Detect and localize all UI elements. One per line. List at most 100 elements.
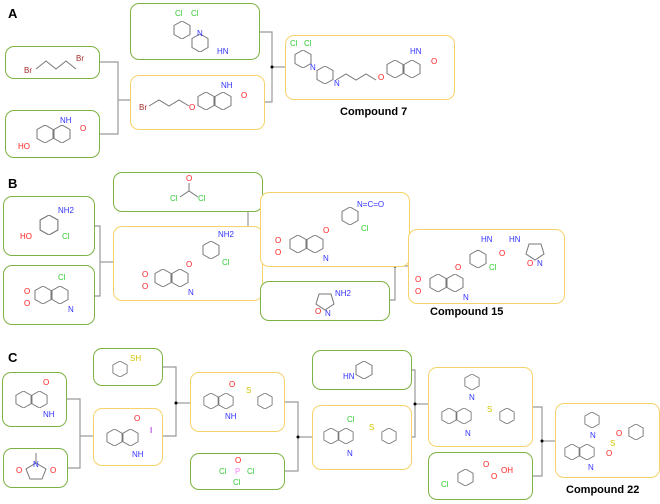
reactant-n-iodosuccinimide: N O O — [3, 448, 68, 488]
atom-nh2: NH2 — [58, 206, 75, 215]
atom-s: S — [246, 386, 252, 395]
atom-cl: Cl — [290, 39, 298, 48]
atom-o: O — [241, 91, 248, 100]
atom-n: N — [537, 259, 543, 268]
atom-br: Br — [76, 54, 84, 63]
reactant-mcpba: Cl O O OH — [428, 452, 533, 500]
atom-o: O — [415, 275, 422, 284]
intermediate-isocyanate: N=C=O O Cl O O N — [260, 192, 410, 267]
atom-ho: HO — [20, 232, 32, 241]
atom-hn: HN — [481, 235, 493, 244]
atom-cl: Cl — [247, 467, 255, 476]
atom-br: Br — [139, 103, 147, 112]
atom-cl: Cl — [233, 478, 241, 487]
atom-nh: NH — [132, 450, 144, 459]
atom-o: O — [134, 414, 141, 423]
reactant-methylquinolinone: O NH — [2, 372, 67, 427]
atom-ho: HO — [18, 142, 30, 151]
atom-cl: Cl — [175, 9, 183, 18]
reactant-dichlorophenylpiperazine: Cl Cl N HN — [130, 3, 260, 60]
reactant-aminochlorophenol: NH2 HO Cl — [3, 196, 95, 256]
reactant-phosphoryl-chloride: O P Cl Cl Cl — [190, 453, 285, 490]
atom-o: O — [491, 472, 498, 481]
atom-s: S — [487, 405, 493, 414]
atom-cl: Cl — [219, 467, 227, 476]
atom-cl: Cl — [489, 263, 497, 272]
atom-o: O — [16, 466, 23, 475]
atom-o: O — [142, 282, 149, 291]
atom-hn: HN — [217, 47, 229, 56]
atom-cl: Cl — [191, 9, 199, 18]
atom-o: O — [24, 287, 31, 296]
atom-o: O — [80, 124, 87, 133]
reactant-aminomethylisoxazole: NH2 O N — [260, 281, 390, 321]
atom-n: N — [323, 254, 329, 263]
atom-o: O — [431, 57, 438, 66]
atom-n: N — [465, 429, 471, 438]
compound-15-label: Compound 15 — [430, 306, 504, 318]
intermediate-piperidinyl-quinoline: N S N — [428, 367, 533, 447]
product-compound-7: Cl Cl N N O HN O — [285, 35, 455, 100]
reactant-methylpiperidine: HN — [312, 350, 412, 390]
atom-o: O — [455, 263, 462, 272]
atom-nh: NH — [60, 116, 72, 125]
reactant-phosgene: O Cl Cl — [113, 172, 263, 212]
atom-nh: NH — [43, 410, 55, 419]
atom-o: O — [50, 466, 57, 475]
atom-n: N — [325, 309, 331, 318]
atom-o: O — [499, 249, 506, 258]
atom-o: O — [189, 103, 196, 112]
atom-o: O — [142, 270, 149, 279]
atom-o: O — [378, 73, 385, 82]
atom-n: N — [469, 393, 475, 402]
atom-oh: OH — [501, 466, 513, 475]
compound-22-label: Compound 22 — [566, 484, 640, 496]
atom-o: O — [229, 380, 236, 389]
atom-n: N — [347, 449, 353, 458]
atom-n: N — [188, 288, 194, 297]
atom-o: O — [275, 236, 282, 245]
atom-nh: NH — [225, 412, 237, 421]
panel-label-b: B — [8, 176, 18, 191]
atom-cl: Cl — [304, 39, 312, 48]
atom-o: O — [43, 378, 50, 387]
product-compound-22: N S O O N — [555, 403, 660, 478]
atom-n: N — [68, 305, 74, 314]
atom-cl: Cl — [222, 258, 230, 267]
intermediate-phenylthio-quinolinone: O S NH — [190, 372, 285, 432]
atom-o: O — [323, 226, 330, 235]
atom-nh2: NH2 — [218, 230, 235, 239]
atom-hn: HN — [343, 372, 355, 381]
atom-cl: Cl — [62, 232, 70, 241]
atom-o: O — [616, 429, 623, 438]
atom-cl: Cl — [198, 194, 206, 203]
atom-n: N — [588, 463, 594, 472]
reactant-chloro-dimethoxyquinoline: Cl O O N — [3, 265, 95, 325]
intermediate-chloroquinoline-thioether: Cl S N — [312, 405, 412, 470]
atom-n: N — [33, 460, 39, 469]
atom-br: Br — [24, 66, 32, 75]
reactant-dibromobutane: Br Br — [5, 46, 100, 79]
compound-7-label: Compound 7 — [340, 106, 408, 118]
atom-i: I — [150, 426, 153, 435]
atom-s: S — [610, 439, 616, 448]
atom-cl: Cl — [170, 194, 178, 203]
atom-s: S — [369, 423, 375, 432]
atom-p: P — [235, 467, 241, 476]
atom-o: O — [186, 260, 193, 269]
atom-o: O — [186, 174, 193, 183]
intermediate-iodoquinolinone: O I NH — [93, 408, 163, 466]
atom-n: N — [197, 29, 203, 38]
atom-nh: NH — [221, 81, 233, 90]
atom-hn: HN — [410, 47, 422, 56]
atom-nh2: NH2 — [335, 289, 352, 298]
atom-o: O — [315, 307, 322, 316]
atom-o: O — [527, 259, 534, 268]
atom-cl: Cl — [361, 224, 369, 233]
atom-o: O — [275, 248, 282, 257]
atom-cl: Cl — [58, 273, 66, 282]
atom-isocyanate: N=C=O — [357, 200, 385, 209]
atom-o: O — [483, 460, 490, 469]
atom-o: O — [606, 449, 613, 458]
